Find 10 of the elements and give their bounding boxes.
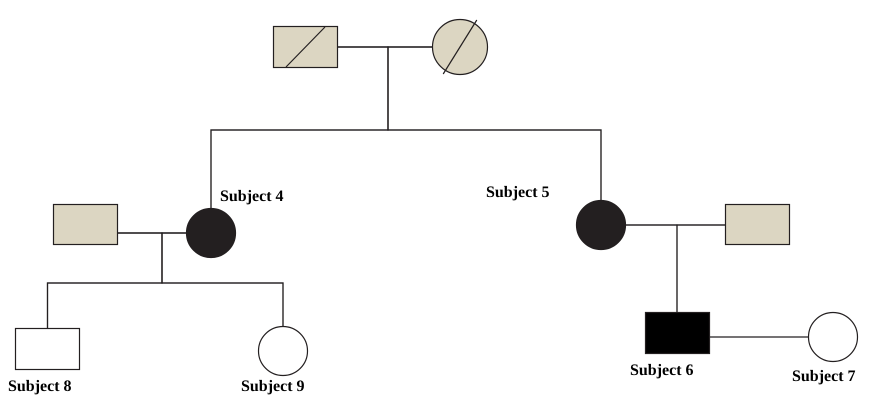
pedigree-line (387, 46, 602, 200)
pedigree-line (161, 232, 284, 326)
pedigree-line (676, 224, 725, 312)
subject-label: Subject 8 (8, 378, 72, 396)
subject-label: Subject 5 (486, 184, 550, 202)
subject-label: Subject 4 (220, 188, 284, 206)
subject-label: Subject 9 (241, 378, 305, 396)
pedigree-line (710, 336, 808, 338)
subject-label: Subject 6 (630, 362, 694, 380)
subject-label: Subject 7 (792, 368, 856, 386)
